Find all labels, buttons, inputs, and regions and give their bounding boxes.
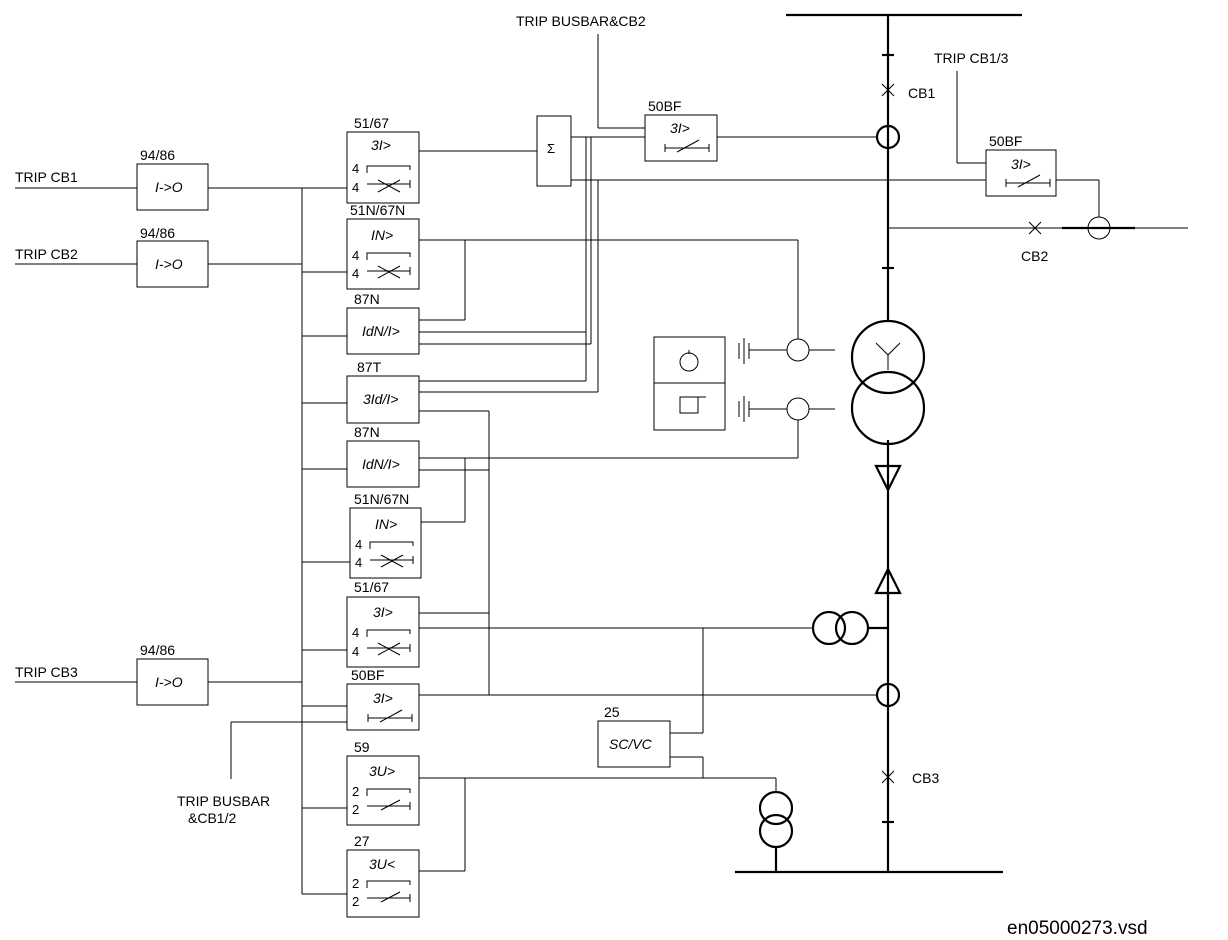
block-87t: 87T 3Id/I> <box>346 359 420 424</box>
block-51-67-bottom-stage-b: 4 <box>352 644 359 659</box>
block-27-function: 3U< <box>369 856 395 872</box>
lockout-function-1: I->O <box>155 179 183 195</box>
block-59-code: 59 <box>354 739 370 755</box>
block-51n-67n-top-stage-b: 4 <box>352 266 359 281</box>
power-transformer <box>850 319 926 446</box>
trip-cb2-label: TRIP CB2 <box>15 246 78 262</box>
trip-busbar-cb12-label-line1: TRIP BUSBAR <box>177 793 270 809</box>
cb3-label: CB3 <box>912 770 939 786</box>
trip-cb2-group: TRIP CB2 94/86 I->O <box>15 225 302 288</box>
block-51n-67n-top: 51N/67N IN> 4 4 <box>346 202 420 290</box>
block-51-67-bottom-function: 3I> <box>373 604 393 620</box>
lockout-code-2: 94/86 <box>140 225 175 241</box>
triangle-up-symbol <box>874 566 902 595</box>
lockout-function-3: I->O <box>155 674 183 690</box>
block-50bf-right: 50BF 3I> <box>985 133 1057 197</box>
block-59-stage-a: 2 <box>352 784 359 799</box>
trip-cb3-label: TRIP CB3 <box>15 664 78 680</box>
block-51n-67n-bottom-code: 51N/67N <box>354 491 409 507</box>
current-transformer-symbol <box>811 610 888 646</box>
block-50bf-bottom-code: 50BF <box>351 667 384 683</box>
block-51-67-top: 51/67 3I> 4 4 <box>346 115 420 204</box>
trip-busbar-cb2-group: TRIP BUSBAR&CB2 <box>516 13 646 129</box>
block-50bf-top: 50BF 3I> <box>644 98 718 162</box>
earthing-device-box <box>653 336 726 431</box>
summation-symbol: Σ <box>547 141 555 156</box>
block-87n-top-code: 87N <box>354 291 380 307</box>
cb2-label: CB2 <box>1021 248 1048 264</box>
block-51n-67n-bottom-function: IN> <box>375 516 397 532</box>
cb1-breaker: CB1 <box>881 83 935 101</box>
block-87n-top-function: IdN/I> <box>362 323 400 339</box>
block-25-sync-check: 25 SC/VC <box>597 704 671 768</box>
block-27: 27 3U< 2 2 <box>346 833 420 918</box>
cb2-branch: CB2 <box>888 216 1188 264</box>
trip-bus <box>301 187 350 895</box>
trip-cb1-group: TRIP CB1 94/86 I->O <box>15 147 347 211</box>
block-87t-function: 3Id/I> <box>363 391 398 407</box>
block-51-67-bottom: 51/67 3I> 4 4 <box>346 579 420 668</box>
trip-busbar-cb12-label-line2: &CB1/2 <box>188 810 236 826</box>
signal-wiring <box>419 136 1100 872</box>
block-87n-bottom-code: 87N <box>354 424 380 440</box>
block-27-stage-a: 2 <box>352 876 359 891</box>
triangle-down-symbol <box>874 464 902 493</box>
block-50bf-bottom-function: 3I> <box>373 690 393 706</box>
block-51n-67n-bottom-stage-b: 4 <box>355 555 362 570</box>
trip-cb13-group: TRIP CB1/3 <box>934 50 1009 164</box>
block-51-67-top-stage-a: 4 <box>352 161 359 176</box>
block-25-function: SC/VC <box>609 736 653 752</box>
neutral-ct-upper <box>738 338 835 364</box>
block-27-code: 27 <box>354 833 370 849</box>
block-25-code: 25 <box>604 704 620 720</box>
trip-cb13-label: TRIP CB1/3 <box>934 50 1009 66</box>
block-51n-67n-top-stage-a: 4 <box>352 248 359 263</box>
block-51-67-bottom-code: 51/67 <box>354 579 389 595</box>
trip-cb1-label: TRIP CB1 <box>15 169 78 185</box>
trip-busbar-cb12-group: TRIP BUSBAR &CB1/2 <box>177 721 347 826</box>
block-51n-67n-bottom-stage-a: 4 <box>355 537 362 552</box>
block-51-67-bottom-stage-a: 4 <box>352 625 359 640</box>
block-87n-bottom-function: IdN/I> <box>362 456 400 472</box>
block-87t-code: 87T <box>357 359 382 375</box>
diagram-filename: en05000273.vsd <box>1007 918 1148 939</box>
block-51-67-top-code: 51/67 <box>354 115 389 131</box>
block-51-67-top-function: 3I> <box>371 137 391 153</box>
block-50bf-top-code: 50BF <box>648 98 681 114</box>
block-59: 59 3U> 2 2 <box>346 739 420 826</box>
summation-block: Σ <box>536 115 572 187</box>
block-59-function: 3U> <box>369 763 395 779</box>
block-51-67-top-stage-b: 4 <box>352 180 359 195</box>
block-51n-67n-top-code: 51N/67N <box>350 202 405 218</box>
block-50bf-right-code: 50BF <box>989 133 1022 149</box>
voltage-transformer-symbol <box>758 790 794 872</box>
block-50bf-bottom: 50BF 3I> <box>346 667 420 731</box>
neutral-ct-lower <box>738 396 835 422</box>
trip-cb3-group: TRIP CB3 94/86 I->O <box>15 642 302 706</box>
lockout-function-2: I->O <box>155 256 183 272</box>
block-50bf-right-function: 3I> <box>1011 156 1031 172</box>
block-87n-top: 87N IdN/I> <box>346 291 420 355</box>
cb3-breaker: CB3 <box>881 770 939 786</box>
main-feeder-line <box>882 15 894 872</box>
block-51n-67n-bottom: 51N/67N IN> 4 4 <box>349 491 422 579</box>
lockout-code-3: 94/86 <box>140 642 175 658</box>
block-51n-67n-top-function: IN> <box>371 227 393 243</box>
block-87n-bottom: 87N IdN/I> <box>346 424 420 488</box>
block-50bf-top-function: 3I> <box>670 120 690 136</box>
block-27-stage-b: 2 <box>352 894 359 909</box>
lockout-code-1: 94/86 <box>140 147 175 163</box>
trip-busbar-cb2-label: TRIP BUSBAR&CB2 <box>516 13 646 29</box>
cb1-label: CB1 <box>908 85 935 101</box>
block-59-stage-b: 2 <box>352 802 359 817</box>
